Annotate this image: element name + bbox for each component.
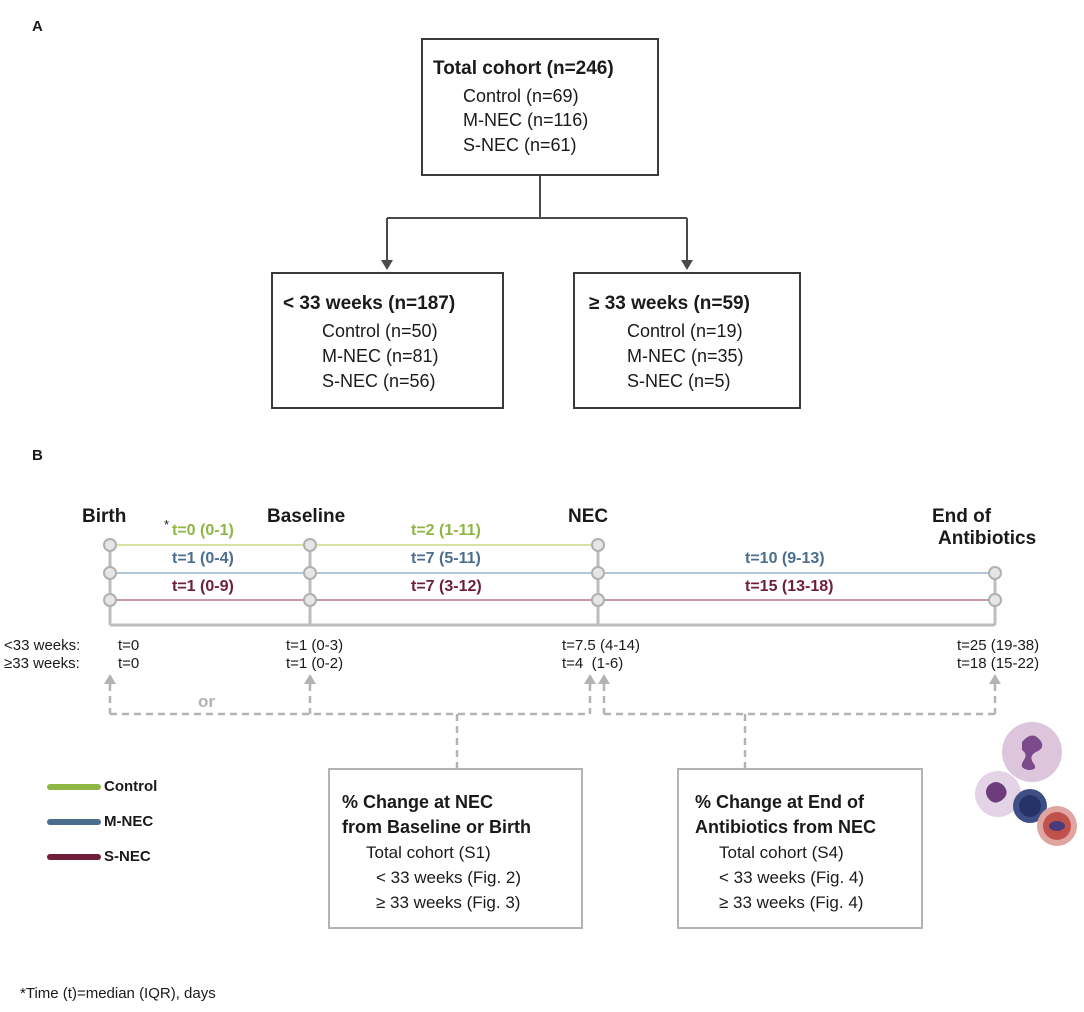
row-over33-label: ≥33 weeks: [4, 655, 80, 672]
panel-label-a: A [32, 18, 43, 35]
over-33-title: ≥ 33 weeks (n=59) [589, 293, 750, 314]
under-33-control: Control (n=50) [322, 321, 438, 341]
immune-cells-illustration [975, 722, 1077, 846]
or-label: or [198, 692, 215, 711]
milestone-nodes [103, 538, 1002, 607]
median-asterisk: * [164, 517, 170, 532]
under-33-weeks-box: < 33 weeks (n=187) Control (n=50) M-NEC … [271, 272, 504, 409]
row-under33-end: t=25 (19-38) [957, 637, 1040, 654]
flowchart-connectors [381, 175, 693, 270]
change-at-nec-title1: % Change at NEC [342, 792, 494, 812]
change-at-end-title1: % Change at End of [695, 792, 865, 812]
over-33-snec: S-NEC (n=5) [627, 371, 731, 391]
control-baseline-nec: t=2 (1-11) [411, 522, 481, 539]
mnec-nec-end: t=10 (9-13) [745, 550, 825, 567]
under-33-mnec: M-NEC (n=81) [322, 346, 439, 366]
milestone-end-line2: Antibiotics [938, 528, 1037, 549]
change-at-end-box: % Change at End of Antibiotics from NEC … [677, 768, 923, 929]
legend-mnec-label: M-NEC [104, 813, 154, 830]
timeline-lines [108, 544, 997, 627]
mnec-baseline-nec: t=7 (5-11) [411, 550, 481, 567]
control-birth-baseline: t=0 (0-1) [172, 522, 234, 539]
milestone-baseline: Baseline [267, 506, 346, 527]
dashed-arrowheads [104, 674, 1001, 684]
row-under33-nec: t=7.5 (4-14) [562, 637, 640, 654]
dashed-connectors [108, 684, 997, 768]
snec-birth-baseline: t=1 (0-9) [172, 578, 234, 595]
change-at-end-title2: Antibiotics from NEC [695, 817, 877, 837]
change-at-nec-under33: < 33 weeks (Fig. 2) [376, 868, 522, 887]
total-cohort-control: Control (n=69) [463, 86, 579, 106]
legend-control-label: Control [104, 778, 158, 795]
change-at-nec-box: % Change at NEC from Baseline or Birth T… [328, 768, 583, 929]
mnec-birth-baseline: t=1 (0-4) [172, 550, 234, 567]
row-under33-baseline: t=1 (0-3) [286, 637, 344, 654]
milestone-end-line1: End of [932, 506, 992, 527]
row-over33-baseline: t=1 (0-2) [286, 655, 344, 672]
change-at-nec-total: Total cohort (S1) [366, 843, 491, 862]
under-33-snec: S-NEC (n=56) [322, 371, 436, 391]
row-over33-birth: t=0 [118, 655, 140, 672]
row-under33-birth: t=0 [118, 637, 140, 654]
over-33-weeks-box: ≥ 33 weeks (n=59) Control (n=19) M-NEC (… [573, 272, 801, 409]
row-under33-label: <33 weeks: [4, 637, 81, 654]
milestone-nec: NEC [568, 506, 609, 527]
under-33-title: < 33 weeks (n=187) [283, 293, 456, 314]
change-at-end-over33: ≥ 33 weeks (Fig. 4) [719, 893, 864, 912]
change-at-nec-title2: from Baseline or Birth [342, 817, 532, 837]
total-cohort-snec: S-NEC (n=61) [463, 135, 577, 155]
milestone-birth: Birth [82, 506, 127, 527]
footnote: *Time (t)=median (IQR), days [20, 985, 216, 1002]
over-33-control: Control (n=19) [627, 321, 743, 341]
total-cohort-mnec: M-NEC (n=116) [463, 110, 589, 130]
row-over33-end: t=18 (15-22) [957, 655, 1040, 672]
row-over33-nec: t=4 (1-6) [562, 655, 624, 672]
legend-snec-label: S-NEC [104, 848, 151, 865]
change-at-nec-over33: ≥ 33 weeks (Fig. 3) [376, 893, 521, 912]
change-at-end-under33: < 33 weeks (Fig. 4) [719, 868, 865, 887]
snec-nec-end: t=15 (13-18) [745, 578, 834, 595]
total-cohort-title: Total cohort (n=246) [433, 58, 614, 79]
snec-baseline-nec: t=7 (3-12) [411, 578, 482, 595]
panel-label-b: B [32, 447, 43, 464]
total-cohort-box: Total cohort (n=246) Control (n=69) M-NE… [421, 38, 659, 176]
over-33-mnec: M-NEC (n=35) [627, 346, 744, 366]
change-at-end-total: Total cohort (S4) [719, 843, 844, 862]
legend-swatches [47, 784, 101, 860]
